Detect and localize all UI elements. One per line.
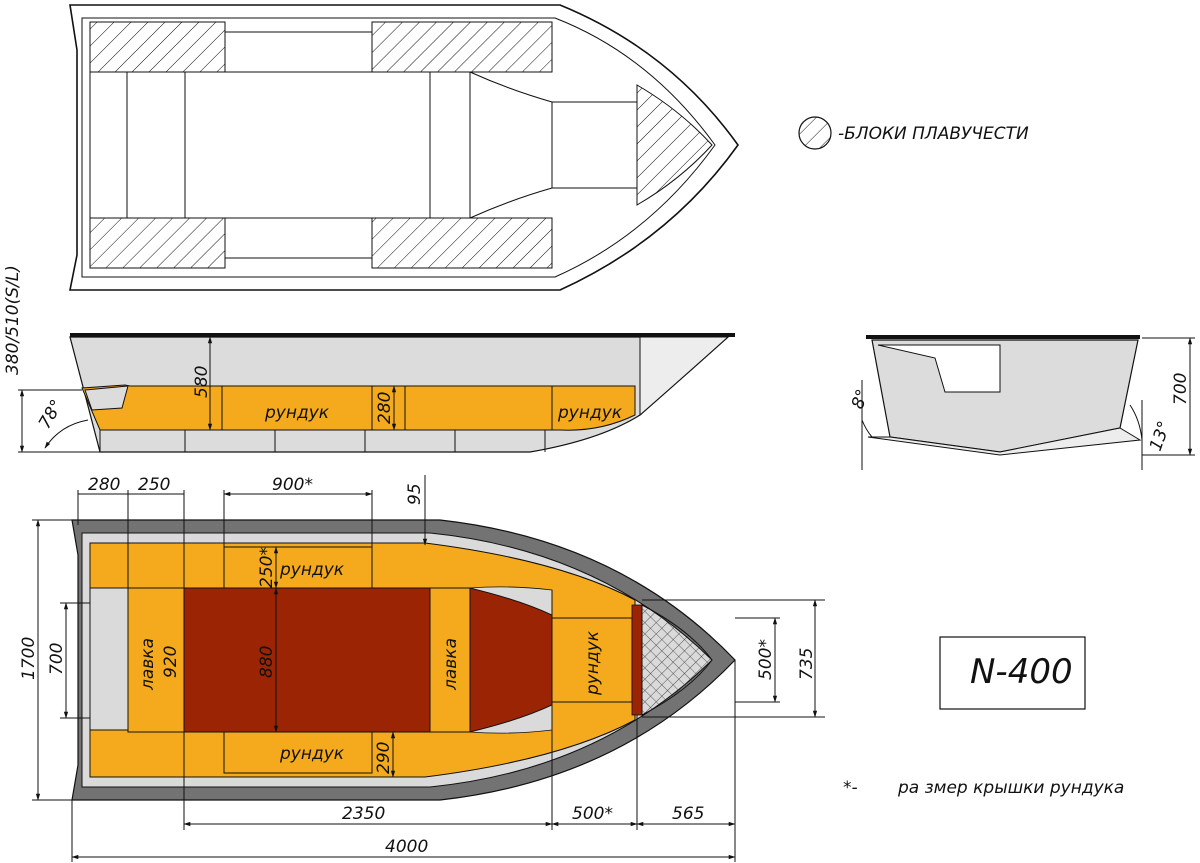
top-seat-stern bbox=[126, 71, 186, 219]
legend-label: -БЛОКИ ПЛАВУЧЕСТИ bbox=[838, 124, 1029, 144]
section-bottom-wedge bbox=[867, 427, 1142, 456]
angle-8-arc bbox=[861, 419, 873, 438]
top-hull-inner bbox=[81, 17, 716, 278]
float-block-stern-bottom bbox=[89, 217, 226, 269]
dim-700: 700 bbox=[1171, 373, 1191, 405]
top-floor-taper bbox=[469, 71, 553, 219]
top-box-top bbox=[224, 31, 373, 73]
plan-box-bow bbox=[551, 617, 633, 703]
dim-290: 290 bbox=[374, 742, 394, 774]
plan-view: рундук рундук рундук лавка лавка 920 880… bbox=[19, 475, 825, 862]
float-block-bow bbox=[636, 84, 713, 206]
dim-angle-13: 13° bbox=[1146, 419, 1175, 454]
plan-bow-mesh bbox=[641, 604, 713, 716]
side-view: рундук рундук 580 280 380/510(S/L) 78° bbox=[3, 265, 735, 453]
dim-735: 735 bbox=[797, 648, 817, 680]
dim-4000: 4000 bbox=[385, 837, 428, 857]
plan-bench-stern-label: лавка bbox=[138, 638, 158, 691]
dim-280: 280 bbox=[88, 475, 120, 495]
dim-920: 920 bbox=[161, 646, 181, 678]
dim-250-star: 250* bbox=[257, 547, 277, 588]
side-box-label-1: рундук bbox=[264, 403, 330, 423]
dim-side-280: 280 bbox=[375, 392, 395, 424]
dim-900: 900* bbox=[272, 475, 313, 495]
dim-1700: 1700 bbox=[19, 637, 39, 680]
plan-cockpit-floor bbox=[183, 587, 553, 733]
dim-500-star-h: 500* bbox=[572, 804, 613, 824]
footnote: *- ра змер крышки рундука bbox=[843, 778, 1124, 798]
dim-2350: 2350 bbox=[342, 804, 385, 824]
model-frame bbox=[939, 636, 1086, 710]
top-box-bow bbox=[551, 101, 638, 189]
legend: -БЛОКИ ПЛАВУЧЕСТИ bbox=[798, 116, 1029, 150]
angle-13-arc bbox=[1129, 404, 1143, 441]
top-view bbox=[69, 4, 739, 291]
top-seat-mid bbox=[429, 71, 471, 219]
plan-bench-mid-label: лавка bbox=[441, 638, 461, 691]
section-view: 700 8° 13° bbox=[848, 335, 1195, 470]
plan-bench-stern bbox=[127, 587, 185, 733]
top-box-bottom bbox=[224, 217, 373, 259]
footnote-text: ра змер крышки рундука bbox=[897, 778, 1124, 798]
plan-box-top-label: рундук bbox=[279, 560, 345, 580]
side-box-label-2: рундук bbox=[557, 403, 623, 423]
float-block-stern-top bbox=[89, 21, 226, 73]
dim-95: 95 bbox=[405, 483, 425, 505]
transom-angle-arc bbox=[44, 419, 89, 449]
float-block-mid-bottom bbox=[371, 217, 553, 269]
plan-bench-mid bbox=[429, 587, 471, 733]
side-keel-strips bbox=[99, 430, 546, 452]
side-orange-band bbox=[81, 384, 636, 431]
footnote-mark: *- bbox=[843, 778, 858, 798]
side-stern-box bbox=[84, 385, 129, 411]
plan-box-bottom bbox=[223, 731, 373, 774]
top-hull-outline bbox=[69, 4, 739, 291]
dim-transom: 380/510(S/L) bbox=[3, 265, 23, 375]
dim-700-plan: 700 bbox=[47, 643, 67, 675]
float-block-mid-top bbox=[371, 21, 553, 73]
dim-500-star-v: 500* bbox=[756, 639, 776, 680]
model-name: N-400 bbox=[970, 652, 1073, 692]
plan-bow-divider bbox=[631, 604, 643, 716]
section-cutout bbox=[877, 344, 1001, 393]
plan-box-bow-label: рундук bbox=[583, 630, 603, 696]
model-box: N-400 bbox=[939, 636, 1086, 710]
plan-box-top bbox=[223, 546, 373, 589]
dim-transom-angle: 78° bbox=[35, 396, 67, 432]
dim-250: 250 bbox=[138, 475, 170, 495]
dim-565: 565 bbox=[672, 804, 704, 824]
plan-stern-inset bbox=[89, 587, 129, 731]
side-bow-section bbox=[639, 336, 730, 417]
hatch-legend-icon bbox=[798, 116, 832, 150]
dim-580: 580 bbox=[192, 366, 212, 398]
dim-angle-8: 8° bbox=[848, 387, 873, 412]
dim-880: 880 bbox=[257, 646, 277, 678]
plan-box-bottom-label: рундук bbox=[279, 744, 345, 764]
